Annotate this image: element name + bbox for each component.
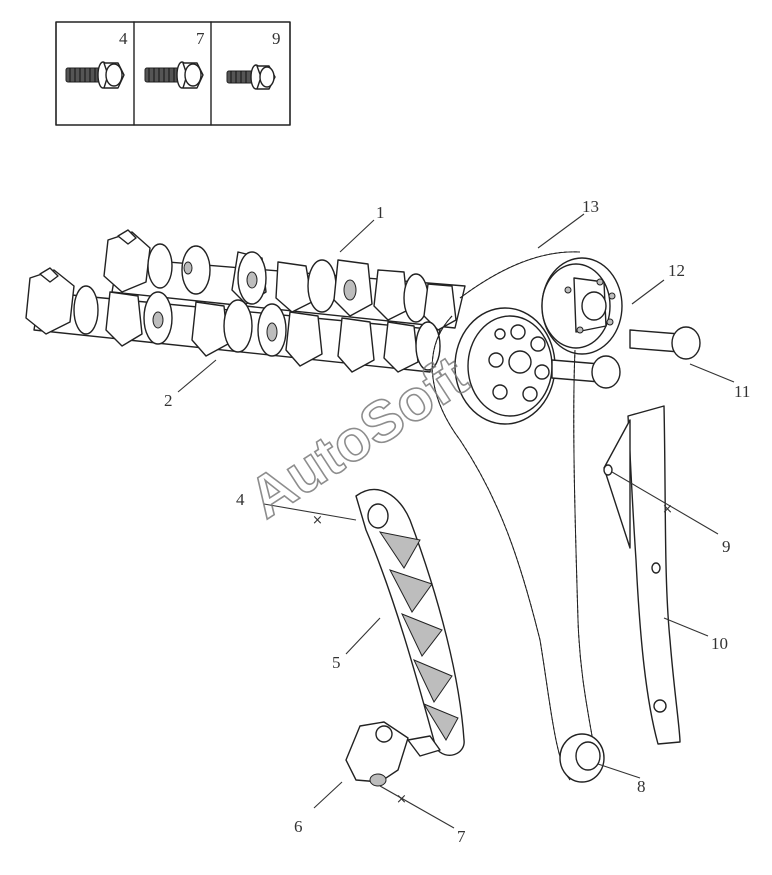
callout-8: 8	[637, 777, 646, 796]
fastener-inset: 4 7 9	[55, 21, 291, 126]
bolt-icon	[226, 64, 276, 90]
camshaft-sprocket-upper	[541, 257, 623, 355]
callout-11: 11	[734, 382, 750, 401]
camshaft-intake	[103, 229, 466, 331]
callout-2: 2	[164, 391, 173, 410]
inset-label-7: 7	[196, 29, 205, 48]
callout-12: 12	[668, 261, 685, 280]
callout-10: 10	[711, 634, 728, 653]
bolt-icon	[65, 61, 125, 89]
svg-text:×: ×	[312, 513, 323, 528]
camshaft-exhaust	[25, 267, 441, 373]
callout-6: 6	[294, 817, 303, 836]
sprocket-bolt-11	[629, 326, 701, 360]
callout-numbers: 1 2 4 5 6 7 8 9 10 11 12 13	[164, 197, 750, 846]
camshaft-sprocket-lower	[454, 307, 556, 425]
timing-chain	[431, 251, 597, 781]
chain-tensioner	[345, 721, 441, 787]
callout-4: 4	[236, 490, 245, 509]
svg-text:×: ×	[662, 502, 673, 517]
svg-text:×: ×	[396, 792, 407, 807]
inset-label-4: 4	[119, 29, 128, 48]
callout-1: 1	[376, 203, 385, 222]
callout-7: 7	[457, 827, 466, 846]
chain-guide-rail	[603, 405, 681, 745]
sprocket-bolt-12	[551, 355, 621, 389]
callout-5: 5	[332, 653, 341, 672]
bolt-icon	[144, 61, 204, 89]
crankshaft-sprocket	[559, 733, 605, 783]
tensioner-rail	[355, 489, 465, 757]
callout-13: 13	[582, 197, 599, 216]
callout-9: 9	[722, 537, 731, 556]
inset-label-9: 9	[272, 29, 281, 48]
leader-lines: × × ×	[177, 213, 735, 829]
